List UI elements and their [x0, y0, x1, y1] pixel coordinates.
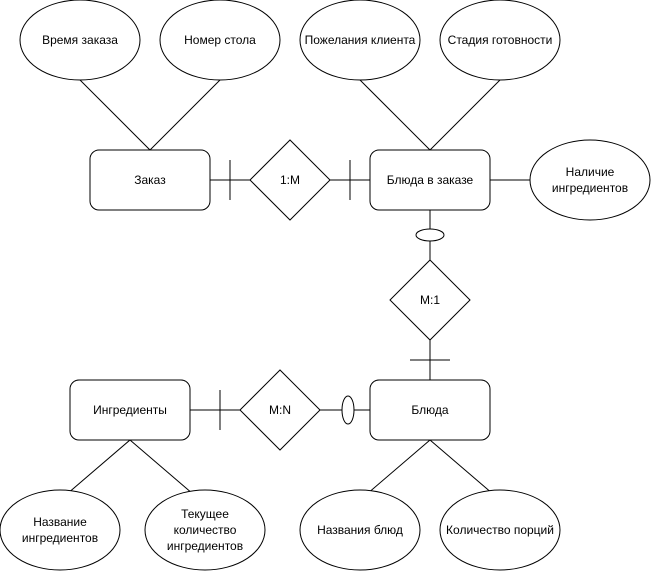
- svg-text:Пожелания клиента: Пожелания клиента: [305, 33, 416, 47]
- relationship-ingredients-dishes: M:N: [239, 369, 321, 451]
- edge-client-wishes: [359, 79, 431, 151]
- entity-order: Заказ: [89, 149, 211, 211]
- edge-dish-names: [359, 439, 431, 501]
- edge-order-time: [79, 79, 151, 151]
- svg-text:Количество порций: Количество порций: [446, 523, 554, 537]
- svg-text:количество: количество: [174, 523, 237, 537]
- svg-text:Блюда: Блюда: [411, 403, 448, 417]
- connectors: [59, 79, 530, 501]
- svg-text:Заказ: Заказ: [134, 173, 166, 187]
- attribute-ingredients-available: Наличие ингредиентов: [529, 139, 651, 221]
- svg-text:Название: Название: [33, 515, 87, 529]
- svg-text:1:M: 1:M: [280, 173, 300, 187]
- svg-text:ингредиентов: ингредиентов: [22, 531, 98, 545]
- svg-text:Текущее: Текущее: [181, 507, 229, 521]
- entity-ingredients: Ингредиенты: [69, 379, 191, 441]
- attribute-ingredient-name: Название ингредиентов: [0, 489, 121, 571]
- svg-text:Названия блюд: Названия блюд: [317, 523, 403, 537]
- edge-table-number: [149, 79, 221, 151]
- svg-text:Ингредиенты: Ингредиенты: [93, 403, 167, 417]
- svg-text:M:1: M:1: [420, 293, 440, 307]
- circle-marker: [415, 228, 445, 242]
- svg-text:Время заказа: Время заказа: [42, 33, 118, 47]
- edge-portion-count: [429, 439, 501, 501]
- attribute-table-number: Номер стола: [159, 0, 281, 81]
- attribute-dish-names: Названия блюд: [299, 489, 421, 571]
- attribute-portion-count: Количество порций: [439, 489, 561, 571]
- attribute-readiness-stage: Стадия готовности: [439, 0, 561, 81]
- relationship-dishes-in-order-dishes: M:1: [389, 259, 471, 341]
- attribute-order-time: Время заказа: [19, 0, 141, 81]
- relationship-order-dishes-in-order: 1:M: [249, 139, 331, 221]
- svg-text:ингредиентов: ингредиентов: [552, 181, 628, 195]
- attribute-ingredient-quantity: Текущее количество ингредиентов: [144, 489, 266, 571]
- svg-text:Номер стола: Номер стола: [184, 33, 256, 47]
- svg-text:Стадия готовности: Стадия готовности: [448, 33, 553, 47]
- edge-ingredient-quantity: [129, 439, 201, 501]
- entity-dishes: Блюда: [369, 379, 491, 441]
- entity-dishes-in-order: Блюда в заказе: [369, 149, 491, 211]
- svg-text:Блюда в заказе: Блюда в заказе: [387, 173, 474, 187]
- svg-text:ингредиентов: ингредиентов: [167, 539, 243, 553]
- circle-marker: [341, 395, 355, 425]
- cardinality-markers: [219, 160, 450, 430]
- edge-ingredient-name: [59, 439, 131, 501]
- attribute-client-wishes: Пожелания клиента: [299, 0, 421, 81]
- svg-text:Наличие: Наличие: [566, 165, 615, 179]
- edge-readiness-stage: [429, 79, 501, 151]
- svg-text:M:N: M:N: [269, 403, 291, 417]
